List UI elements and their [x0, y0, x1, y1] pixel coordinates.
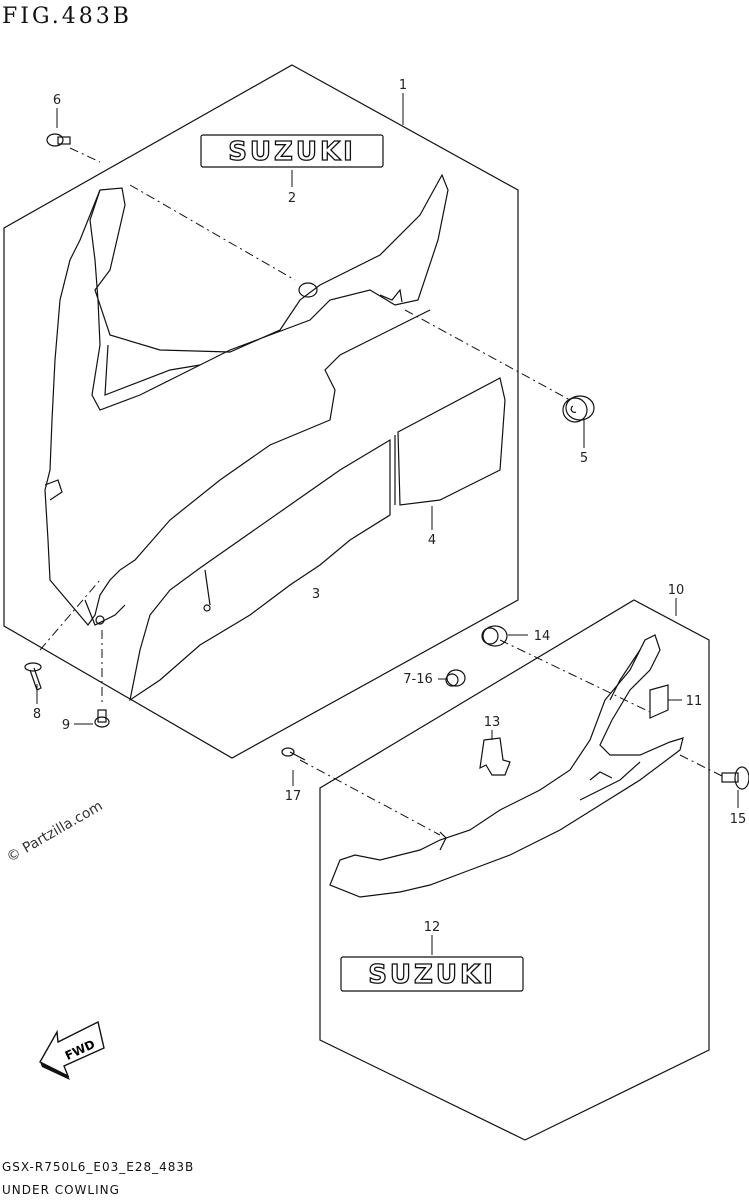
figure-code: GSX-R750L6_E03_E28_483B [2, 1160, 195, 1174]
screw-17 [281, 747, 306, 761]
bolt-6 [46, 133, 71, 147]
callout-9: 9 [62, 718, 70, 733]
callout-1: 1 [399, 78, 407, 93]
screw-8 [24, 662, 42, 691]
callout-4: 4 [428, 533, 436, 548]
part-4-sticker [397, 377, 506, 506]
bolt-15 [721, 766, 749, 790]
clip-13 [479, 737, 511, 776]
callout-8: 8 [33, 707, 41, 722]
callout-10: 10 [668, 583, 685, 598]
callout-14: 14 [534, 629, 551, 644]
sticker-11 [649, 684, 669, 719]
callout-12: 12 [424, 920, 441, 935]
figure-title: FIG.483B [2, 4, 132, 29]
lower-cowl-part-3 [129, 438, 391, 702]
figure-name: UNDER COWLING [2, 1183, 120, 1197]
callout-17: 17 [285, 789, 302, 804]
suzuki-logo-upper: SUZUKI [200, 134, 384, 168]
callout-13: 13 [484, 715, 501, 730]
callout-3: 3 [312, 587, 320, 602]
fastener-9 [94, 709, 110, 728]
grommet-hole [298, 282, 318, 298]
callout-7-16: 7-16 [403, 672, 433, 687]
panel-10-outline [319, 599, 710, 1141]
callout-15: 15 [730, 812, 747, 827]
frame-edge [44, 189, 121, 626]
left-cowl-part [89, 173, 449, 411]
callout-2: 2 [288, 191, 296, 206]
suzuki-logo-lower: SUZUKI [340, 956, 524, 992]
fwd-arrow-icon: FWD [39, 1020, 105, 1080]
grommet-5 [565, 395, 595, 421]
lower-cowl-part-10 [329, 634, 684, 898]
callout-11: 11 [686, 694, 703, 709]
panel-1-outline [3, 64, 519, 759]
callout-6: 6 [53, 93, 61, 108]
callout-5: 5 [580, 451, 588, 466]
logo-text: SUZUKI [368, 960, 496, 990]
logo-text: SUZUKI [228, 137, 356, 167]
cap-7-16 [445, 669, 466, 687]
grommet-14 [481, 625, 508, 647]
